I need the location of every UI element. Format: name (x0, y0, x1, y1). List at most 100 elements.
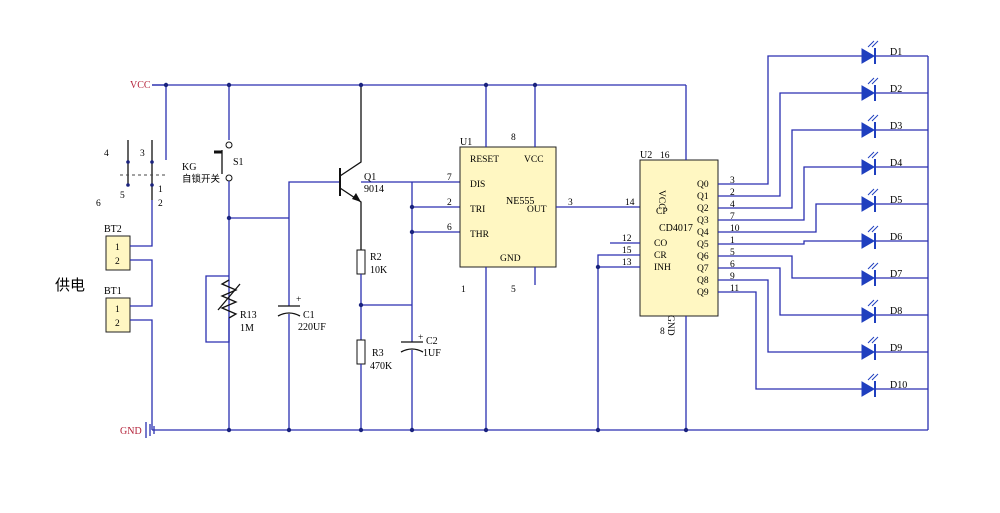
cd4017-ref: U2 (640, 150, 652, 161)
cd4017-output-pin-11: 11 (730, 284, 739, 294)
cd4017-pin-inh-num: 13 (622, 258, 632, 268)
cd4017-output-pin-4: 4 (730, 200, 735, 210)
led-d6: D6 (861, 225, 928, 249)
led-label-d2: D2 (890, 84, 902, 95)
led-d2: D2 (861, 77, 928, 101)
r2-ref: R2 (370, 252, 382, 263)
cd4017-output-q9: Q9 (697, 288, 709, 298)
cd4017-cp-pin: 14 (625, 198, 635, 208)
ne555-pin1: 1 (461, 285, 466, 295)
cd4017-output-pin-3: 3 (730, 176, 735, 186)
cd4017-output-pin-10: 10 (730, 224, 740, 234)
capacitor-c2: + C2 1UF (400, 207, 441, 430)
cd4017-output-q0: Q0 (697, 180, 709, 190)
ne555-pin6: 6 (447, 223, 452, 233)
r13-ref: R13 (240, 310, 257, 321)
kg-pin-4: 4 (104, 149, 109, 159)
resistor-r3: R3 470K (356, 339, 393, 430)
cd4017-output-pin-5: 5 (730, 248, 735, 258)
cd4017-vcc-name: VCC (656, 190, 666, 210)
cd4017-pin-inh-name: INH (654, 263, 671, 273)
ne555-dis: DIS (470, 180, 485, 190)
led-label-d9: D9 (890, 343, 902, 354)
cd4017-output-q8: Q8 (697, 276, 709, 286)
c2-value: 1UF (423, 348, 441, 359)
cd4017-output-pin-1: 1 (730, 236, 735, 246)
kg-pin-1: 1 (158, 185, 163, 195)
battery-wiring (130, 200, 153, 430)
ne555-gnd: GND (500, 254, 521, 264)
output-wire-q9 (718, 291, 862, 390)
r3-ref: R3 (372, 348, 384, 359)
cd4017-gnd-name: GND (665, 315, 675, 336)
q1-part: 9014 (364, 184, 384, 195)
push-switch-s1: S1 (214, 85, 244, 430)
c1-ref: C1 (303, 310, 315, 321)
ne555-out: OUT (527, 205, 547, 215)
led-label-d3: D3 (890, 121, 902, 132)
kg-pin-5: 5 (120, 191, 125, 201)
kg-pin-3: 3 (140, 149, 145, 159)
cd4017-output-q5: Q5 (697, 240, 709, 250)
cd4017-cp-name: CP (656, 207, 668, 217)
led-label-d4: D4 (890, 158, 902, 169)
gnd-label: GND (120, 426, 142, 437)
transistor-q1: Q1 9014 (339, 85, 384, 250)
bt2-header: BT2 1 2 (104, 224, 131, 271)
ne555-ref: U1 (460, 137, 472, 148)
bt2-ref: BT2 (104, 224, 122, 235)
bt1-ref: BT1 (104, 286, 122, 297)
ne555-reset: RESET (470, 155, 499, 165)
led-d8: D8 (861, 299, 928, 323)
led-d7: D7 (861, 262, 928, 286)
ne555-thr: THR (470, 230, 490, 240)
ne555-part: NE555 (506, 196, 534, 207)
gnd-rail (145, 422, 928, 438)
cd4017-output-q3: Q3 (697, 216, 709, 226)
rail-junctions (163, 82, 689, 433)
led-d1: D1 (861, 40, 928, 64)
ne555-pin3: 3 (568, 198, 573, 208)
cd4017-control-wiring (595, 242, 640, 430)
r3-value: 470K (370, 361, 393, 372)
cd4017-output-pin-7: 7 (730, 212, 735, 222)
cd4017-output-pin-2: 2 (730, 188, 735, 198)
led-d10: D10 (861, 373, 928, 397)
r13-value: 1M (240, 323, 254, 334)
capacitor-c1: + C1 220UF (277, 295, 326, 430)
led-label-d7: D7 (890, 269, 902, 280)
cd4017-pin-cr-name: CR (654, 251, 667, 261)
timing-net (226, 181, 340, 306)
c1-value: 220UF (298, 322, 326, 333)
q1-ref: Q1 (364, 172, 376, 183)
output-wire-q5 (718, 240, 862, 245)
ne555-vcc: VCC (524, 155, 544, 165)
cd4017-output-q4: Q4 (697, 228, 709, 238)
supply-label: 供电 (55, 276, 85, 294)
ne555-pin2: 2 (447, 198, 452, 208)
cd4017-output-q6: Q6 (697, 252, 709, 262)
led-label-d8: D8 (890, 306, 902, 317)
cd4017-output-pin-9: 9 (730, 272, 735, 282)
bt2-pin2: 2 (115, 257, 120, 267)
ne555-pin5: 5 (511, 285, 516, 295)
resistor-r13: R13 1M (205, 275, 257, 343)
cd4017-pin-cr-num: 15 (622, 246, 632, 256)
bt1-pin2: 2 (115, 319, 120, 329)
bt1-header: BT1 1 2 (104, 286, 131, 333)
output-wire-q0 (718, 55, 862, 185)
led-label-d5: D5 (890, 195, 902, 206)
cd4017-output-q1: Q1 (697, 192, 709, 202)
led-label-d10: D10 (890, 380, 907, 391)
led-d5: D5 (861, 188, 928, 212)
output-wire-q2 (718, 129, 862, 209)
kg-pin-2: 2 (158, 199, 163, 209)
ne555-input-wiring (361, 181, 460, 235)
ne555-pin8: 8 (511, 133, 516, 143)
s1-ref: S1 (233, 157, 244, 168)
c1-polarity: + (296, 295, 301, 305)
kg-ref: KG (182, 162, 196, 173)
